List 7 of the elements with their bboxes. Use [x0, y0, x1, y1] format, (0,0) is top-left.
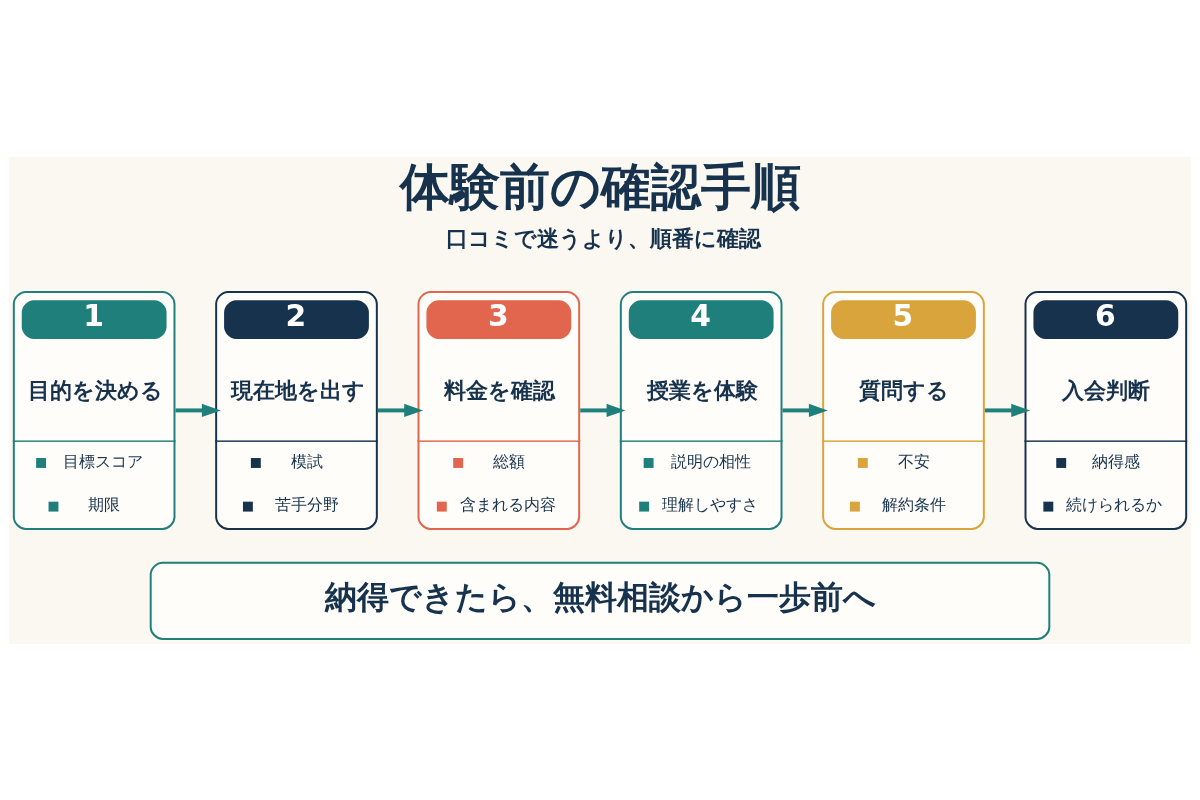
arrow: [580, 403, 626, 417]
label: 口コミで迷うより、順番に確認: [446, 225, 762, 251]
diagram-title: 体験前の確認手順: [400, 157, 802, 216]
arrow: [984, 403, 1031, 417]
arrow: [782, 403, 828, 417]
arrow: [377, 403, 424, 417]
arrow: [175, 403, 221, 417]
